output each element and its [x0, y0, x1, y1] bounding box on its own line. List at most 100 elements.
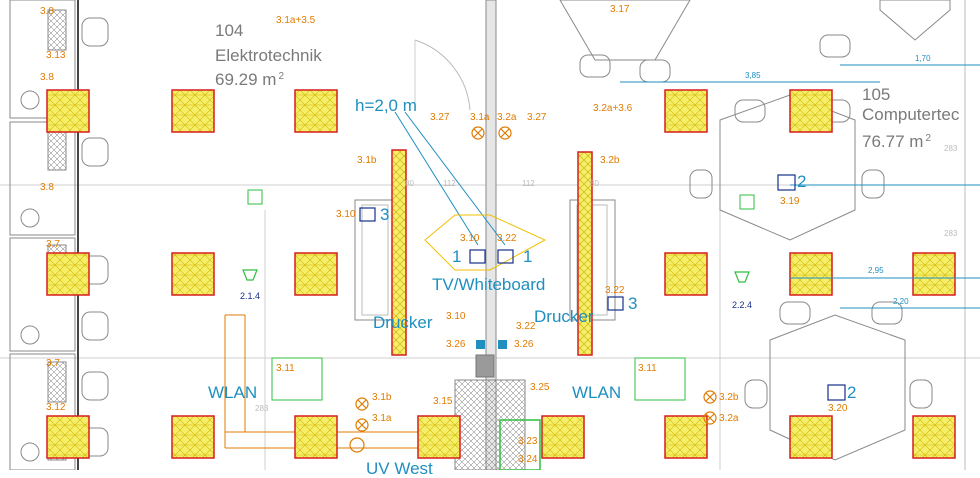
circuit-label: 3.22	[605, 285, 625, 296]
light-fixture	[417, 415, 461, 459]
circuit-label: 3.1a	[372, 413, 392, 424]
height-label: h=2,0 m	[355, 96, 417, 115]
light-fixture	[789, 252, 833, 296]
circuit-label: 3.1a	[470, 112, 490, 123]
projection-lines	[394, 111, 547, 271]
circuit-label: 3.2a+3.6	[593, 103, 633, 114]
room-name-104: Elektrotechnik	[215, 46, 322, 65]
circuit-label: 3.12	[46, 402, 66, 413]
light-fixture	[789, 89, 833, 133]
outlet-count: 2	[797, 172, 807, 191]
circuit-label: 3.13	[46, 50, 66, 61]
circuit-label: 3.20	[828, 403, 848, 414]
outlet-count: 1	[523, 247, 533, 266]
room-area-value: 76.77 m	[862, 132, 924, 151]
light-fixture	[912, 252, 956, 296]
circuit-label: 3.8	[40, 72, 54, 83]
dimension-label: 2,20	[893, 297, 909, 306]
light-fixture	[171, 415, 215, 459]
circuit-label: 3.8	[40, 182, 54, 193]
room-area-sup: 2	[925, 133, 931, 144]
light-fixture	[294, 415, 338, 459]
circuit-label: 3.10	[460, 233, 480, 244]
light-fixture	[664, 415, 708, 459]
drucker-left-label: Drucker	[373, 313, 433, 332]
circuit-label: 3.25	[530, 382, 550, 393]
node-label: 2.1.4	[240, 291, 261, 301]
light-fixture	[541, 415, 585, 459]
central-structure	[224, 0, 616, 470]
wlan-left-label: WLAN	[208, 383, 258, 402]
network-symbols	[247, 189, 755, 401]
dimension-label: 112	[443, 179, 456, 188]
circuit-label: 3.24	[518, 454, 538, 465]
circuit-label: 3.2b	[719, 392, 739, 403]
dimension-label: 283	[944, 229, 958, 238]
circuit-label: 3.11	[638, 363, 657, 374]
light-fixture	[912, 415, 956, 459]
light-fixture	[46, 89, 90, 133]
circuit-label: 3.1b	[372, 392, 392, 403]
outlet-count: 3	[628, 294, 638, 313]
dimension-label: 80	[590, 179, 599, 188]
circuit-label: 3.17	[610, 4, 630, 15]
outlet-count: 1	[452, 247, 462, 266]
circuit-label: 3.27	[430, 112, 450, 123]
light-fixture	[171, 89, 215, 133]
light-strips	[391, 149, 593, 356]
outlet-count: 3	[380, 205, 390, 224]
light-fixtures	[46, 89, 956, 459]
circuit-label: 3.27	[527, 112, 547, 123]
tv-whiteboard-label: TV/Whiteboard	[432, 275, 546, 294]
light-fixture	[46, 252, 90, 296]
circuit-label: 3.22	[497, 233, 517, 244]
circuit-label: 3.23	[518, 436, 538, 447]
dimension-label: 80	[405, 179, 414, 188]
circuit-label: 3.22	[516, 321, 536, 332]
dimension-label: 112	[522, 179, 535, 188]
circuit-label: 3.19	[780, 196, 800, 207]
circuit-label: 3.11	[276, 363, 295, 374]
hexagon-clusters	[559, 0, 966, 470]
data-outlets	[476, 340, 507, 349]
room-area-sup: 2	[278, 71, 284, 82]
circuit-label: 3.10	[336, 209, 356, 220]
light-fixture	[294, 252, 338, 296]
circuit-label: 3.2b	[600, 155, 620, 166]
room-number-105: 105	[862, 85, 891, 104]
room-area-value: 69.29 m	[215, 70, 277, 89]
switch-symbols	[349, 126, 717, 453]
outlet-squares	[359, 174, 846, 401]
dimension-label: 283	[944, 144, 958, 153]
dimension-lines	[620, 64, 980, 309]
speaker-symbols	[242, 269, 750, 283]
dimension-label: 283	[255, 404, 269, 413]
outlet-count: 2	[847, 383, 857, 402]
circuit-label: 3.26	[446, 339, 466, 350]
dimension-label: 2,95	[868, 266, 884, 275]
dimension-label: 1,70	[915, 54, 931, 63]
circuit-label: 3.2a	[719, 413, 739, 424]
circuit-label: 3.7	[46, 358, 60, 369]
circuit-label: 3.1a+3.5	[276, 15, 316, 26]
light-strip-right	[577, 151, 593, 356]
left-workstations	[9, 0, 109, 470]
uv-west-label: UV West	[366, 459, 433, 478]
node-label: 2.2.4	[732, 300, 753, 310]
circuit-label: 3.1b	[357, 155, 377, 166]
light-fixture	[789, 415, 833, 459]
light-fixture	[171, 252, 215, 296]
circuit-label: 3.2a	[497, 112, 517, 123]
circuit-label: 3.8	[40, 6, 54, 17]
circuit-label: 3.10	[446, 311, 466, 322]
light-fixture	[664, 89, 708, 133]
light-fixture	[46, 415, 90, 459]
room-number-104: 104	[215, 21, 244, 40]
circuit-label: 3.26	[514, 339, 534, 350]
light-fixture	[294, 89, 338, 133]
dimension-label: 3,85	[745, 71, 761, 80]
circuit-label: 3.15	[433, 396, 453, 407]
